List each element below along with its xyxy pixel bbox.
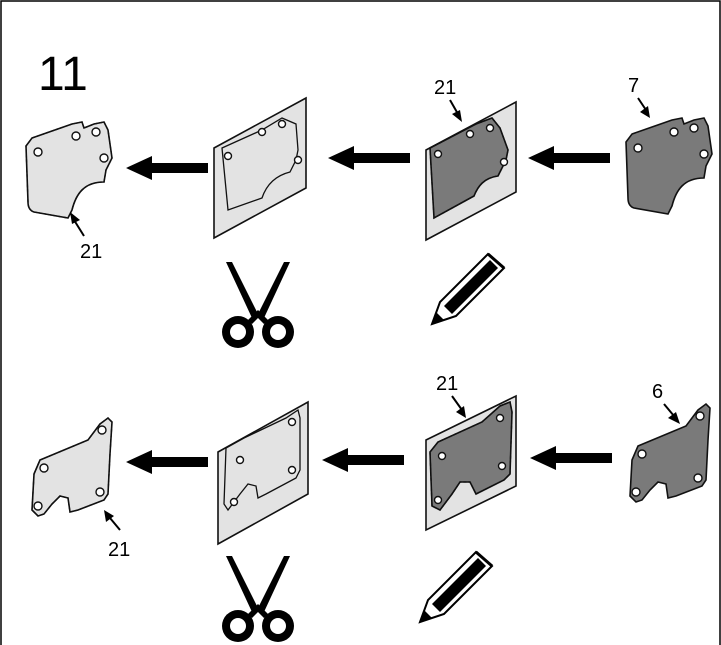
scissors-icon: [222, 262, 294, 348]
template-sheet-trace-top: [425, 100, 517, 242]
leader-line: [637, 97, 647, 111]
leader-line: [449, 99, 459, 115]
pencil-icon: [430, 252, 506, 326]
template-callout: 21: [436, 373, 458, 395]
part-plate-top: [625, 117, 713, 215]
pencil-icon: [418, 550, 494, 624]
arrow-left-icon: [322, 448, 404, 472]
arrow-left-icon: [528, 146, 610, 170]
part-callout: 21: [108, 539, 130, 561]
template-sheet-cut-bottom: [217, 400, 309, 546]
arrow-left-icon: [530, 446, 612, 470]
part-plate-bottom: [629, 403, 711, 503]
cut-template-bottom: [31, 417, 113, 517]
template-callout: 21: [434, 77, 456, 99]
scissors-icon: [222, 556, 294, 642]
template-sheet-trace-bottom: [425, 394, 517, 532]
arrow-left-icon: [126, 450, 208, 474]
leader-arrowhead: [640, 106, 650, 118]
arrow-left-icon: [328, 146, 410, 170]
part-callout: 21: [80, 241, 102, 263]
step-number: 11: [38, 48, 88, 101]
leader-arrowhead: [456, 406, 466, 418]
arrow-left-icon: [126, 156, 208, 180]
leader-arrowhead: [668, 412, 680, 424]
part-number-callout: 7: [628, 75, 639, 97]
leader-arrowhead: [104, 510, 114, 522]
leader-line: [73, 219, 85, 237]
leader-arrowhead: [452, 110, 462, 122]
leader-arrowhead: [70, 212, 80, 224]
leader-line: [451, 395, 463, 411]
leader-line: [663, 403, 675, 417]
template-sheet-cut-top: [213, 96, 307, 240]
leader-line: [109, 517, 121, 531]
part-number-callout: 6: [652, 381, 663, 403]
cut-template-top: [25, 121, 113, 219]
